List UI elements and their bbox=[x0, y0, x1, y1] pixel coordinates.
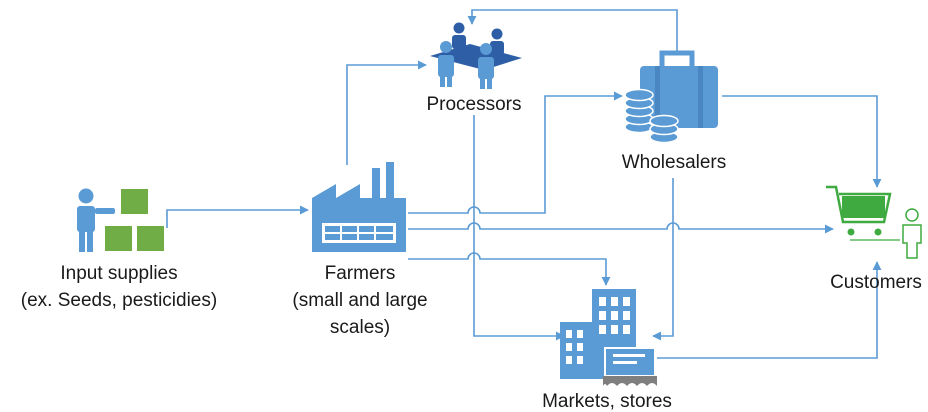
node-labels: Input supplies (ex. Seeds, pesticidies) … bbox=[21, 94, 922, 412]
factory-icon bbox=[312, 162, 406, 252]
edge-processors-to-markets bbox=[473, 115, 565, 341]
person-with-boxes-icon bbox=[77, 188, 164, 252]
buildings-storefront-icon bbox=[560, 289, 657, 386]
processors-label: Processors bbox=[426, 94, 521, 115]
farmers-label: Farmers bbox=[325, 263, 396, 284]
markets-stores-label: Markets, stores bbox=[542, 391, 672, 412]
edge-wholesalers-to-processors bbox=[467, 9, 678, 53]
edge-farmers-to-wholesalers bbox=[408, 91, 623, 214]
briefcase-coins-icon bbox=[624, 50, 718, 144]
edge-wholesalers-to-customers bbox=[722, 95, 882, 188]
flow-arrows bbox=[166, 9, 882, 359]
input-supplies-label: Input supplies bbox=[60, 263, 177, 284]
edge-farmers-to-markets bbox=[408, 252, 611, 286]
edge-farmers-to-processors bbox=[346, 60, 427, 165]
edge-farmers-to-customers bbox=[408, 222, 834, 234]
edge-markets-to-customers bbox=[657, 261, 882, 359]
edge-input-to-farmers bbox=[166, 205, 309, 228]
customers-label: Customers bbox=[830, 272, 922, 293]
farmers-scale-label-line1: (small and large bbox=[292, 290, 427, 311]
edge-wholesalers-to-markets bbox=[652, 178, 674, 341]
team-meeting-icon bbox=[430, 22, 522, 89]
input-supplies-example-label: (ex. Seeds, pesticidies) bbox=[21, 290, 217, 311]
wholesalers-label: Wholesalers bbox=[622, 152, 727, 173]
farmers-scale-label-line2: scales) bbox=[330, 317, 390, 338]
shopping-cart-person-icon bbox=[826, 185, 922, 259]
